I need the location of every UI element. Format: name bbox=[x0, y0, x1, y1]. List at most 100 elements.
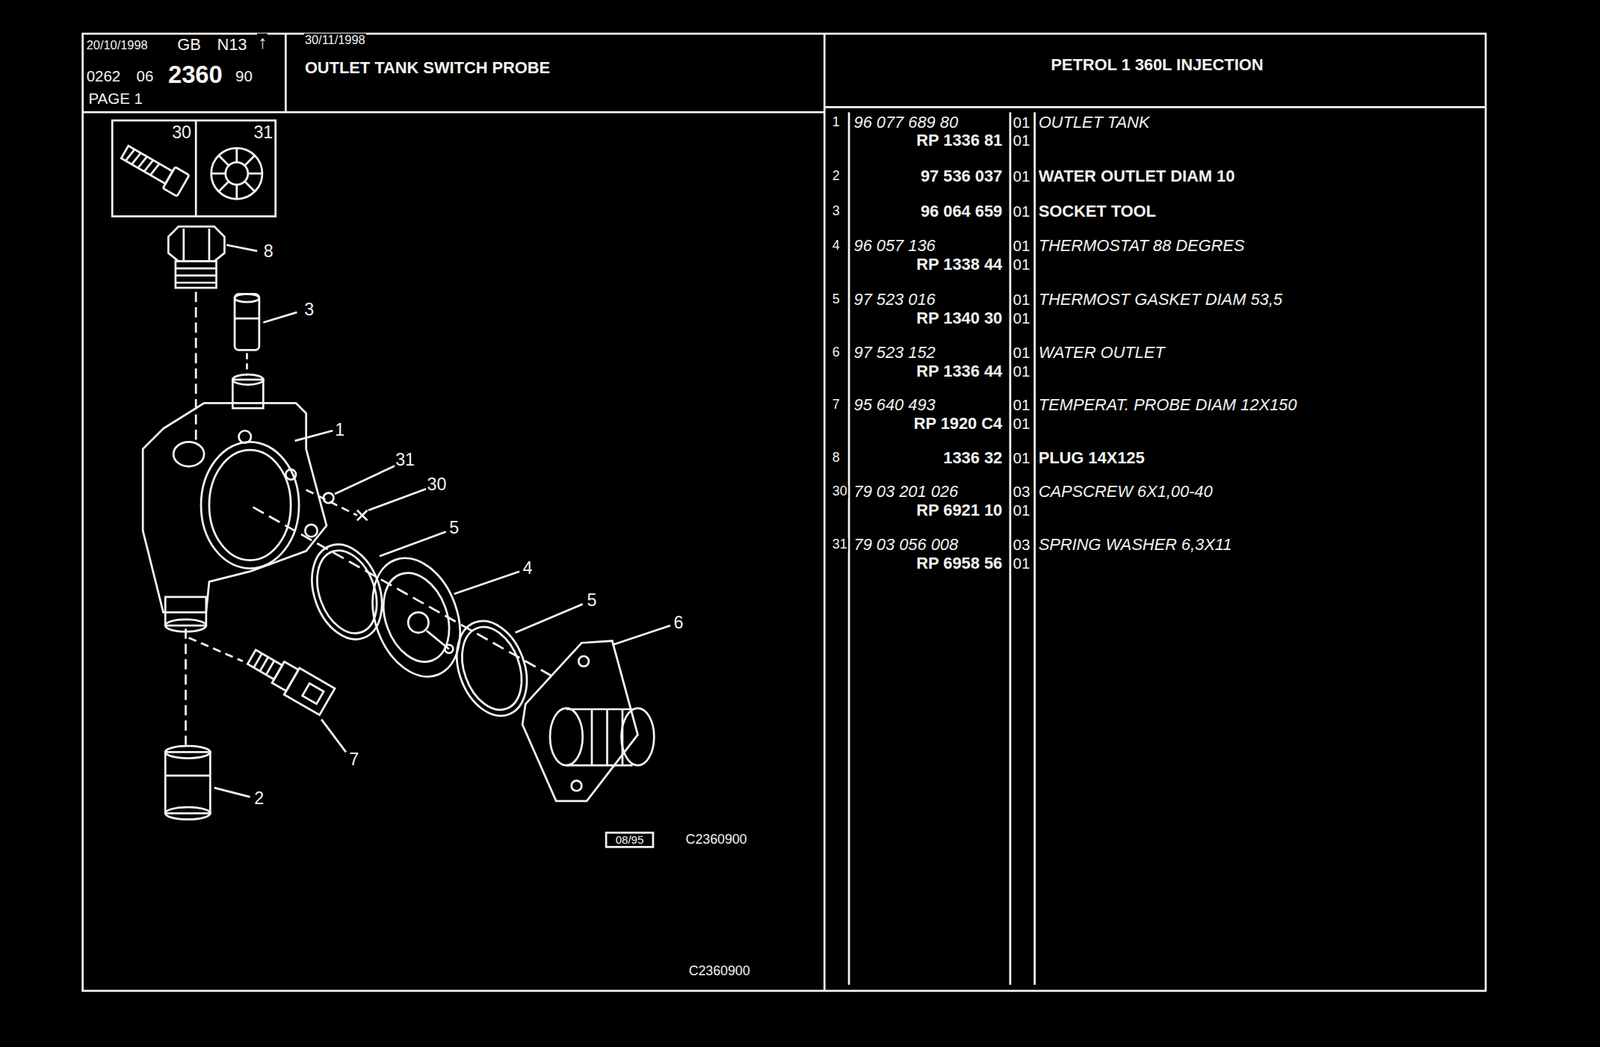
outlet-tank-drawing-part bbox=[209, 449, 291, 560]
callout-number: 30 bbox=[171, 124, 193, 142]
callout-number: 7 bbox=[348, 751, 360, 769]
plug-drawing-part bbox=[195, 292, 198, 441]
part-description: THERMOSTAT 88 DEGRES bbox=[1038, 237, 1246, 255]
plug-drawing-part bbox=[208, 228, 211, 261]
part-number: 97 523 152 bbox=[853, 345, 937, 362]
row-number: 6 bbox=[831, 346, 841, 361]
socket-tool-drawing bbox=[234, 293, 297, 376]
gasket-drawing-part bbox=[299, 534, 395, 649]
header-page-number: 2360 bbox=[167, 62, 224, 87]
part-number: 96 057 136 bbox=[853, 237, 937, 255]
water-outlet-drawing-part bbox=[578, 656, 589, 667]
page-frame-part bbox=[284, 33, 287, 113]
date-code: 08/95 bbox=[615, 834, 645, 846]
temperature-probe-drawing-part-part bbox=[266, 660, 275, 675]
ref-number: RP 1920 C4 bbox=[913, 415, 1004, 432]
part-number: 79 03 201 026 bbox=[853, 483, 960, 500]
callout-number: 8 bbox=[263, 243, 275, 261]
part-number: 96 064 659 bbox=[919, 203, 1003, 220]
page-frame-part bbox=[1008, 112, 1012, 985]
part-number: 1336 32 bbox=[942, 449, 1003, 467]
ref-number: RP 1336 81 bbox=[915, 133, 1003, 150]
quantity: 01 bbox=[1012, 168, 1032, 184]
spring-washer-drawing-part bbox=[225, 162, 249, 185]
water-outlet-small-drawing-part bbox=[165, 745, 210, 758]
page-frame-part bbox=[848, 112, 851, 985]
header-code: 06 bbox=[136, 68, 155, 84]
water-outlet-drawing-part bbox=[621, 708, 655, 766]
capscrew-drawing-part bbox=[144, 159, 154, 173]
part-description: SPRING WASHER 6,3X11 bbox=[1038, 536, 1234, 554]
page-frame bbox=[82, 33, 1486, 991]
spring-washer-drawing-part bbox=[245, 155, 256, 166]
quantity: 01 bbox=[1012, 256, 1032, 272]
row-number: 5 bbox=[831, 293, 841, 308]
fastener-box-part bbox=[112, 120, 276, 216]
row-number: 4 bbox=[831, 239, 841, 253]
quantity: 01 bbox=[1012, 203, 1032, 219]
part-description: OUTLET TANK bbox=[1038, 114, 1151, 131]
row-number: 31 bbox=[831, 538, 849, 552]
spring-washer-drawing-part bbox=[211, 147, 263, 199]
callout-number: 31 bbox=[252, 124, 274, 142]
part-description: WATER OUTLET bbox=[1038, 345, 1166, 362]
fastener-leaders bbox=[253, 465, 552, 676]
water-outlet-small-drawing-part bbox=[165, 807, 210, 820]
plug-drawing-part bbox=[175, 274, 217, 277]
thermostat-drawing-part bbox=[357, 545, 477, 689]
part-number: 97 536 037 bbox=[919, 168, 1003, 185]
header-arrow: ↑ bbox=[257, 33, 268, 53]
row-number: 7 bbox=[831, 398, 841, 412]
temperature-probe-drawing-part-part bbox=[254, 653, 263, 668]
gasket-drawing-part bbox=[515, 603, 583, 633]
water-outlet-drawing-part bbox=[550, 708, 583, 766]
thermostat-drawing bbox=[357, 545, 520, 689]
callout-number: 3 bbox=[303, 301, 315, 319]
callout-number: 31 bbox=[394, 451, 416, 469]
part-description: CAPSCREW 6X1,00-40 bbox=[1038, 483, 1214, 500]
capscrew-drawing bbox=[118, 141, 190, 196]
quantity: 01 bbox=[1012, 345, 1032, 361]
part-description: TEMPERAT. PROBE DIAM 12X150 bbox=[1038, 396, 1299, 414]
capscrew-drawing-part bbox=[162, 166, 190, 196]
part-description: WATER OUTLET DIAM 10 bbox=[1038, 168, 1237, 185]
outlet-tank-drawing-part bbox=[201, 441, 299, 568]
callout-number: 30 bbox=[425, 476, 447, 494]
socket-tool-drawing-part bbox=[263, 312, 297, 323]
ref-number: RP 1338 44 bbox=[915, 256, 1003, 273]
part-number: 97 523 016 bbox=[853, 292, 937, 309]
temperature-probe-drawing-part bbox=[189, 637, 243, 661]
ref-number: RP 6958 56 bbox=[915, 555, 1003, 572]
page-frame-part bbox=[1033, 112, 1036, 985]
thermostat-drawing-part bbox=[454, 571, 520, 595]
water-outlet-small-drawing-part bbox=[184, 628, 187, 746]
drawing-number: C2360900 bbox=[685, 833, 749, 847]
water-outlet-small-drawing-part bbox=[165, 774, 210, 777]
part-number: 79 03 056 008 bbox=[853, 536, 960, 554]
temperature-probe-drawing-part bbox=[321, 719, 347, 753]
capscrew-drawing-part bbox=[150, 162, 160, 177]
ref-number: RP 1340 30 bbox=[915, 310, 1003, 327]
water-outlet-drawing-part bbox=[571, 780, 583, 792]
page-title: OUTLET TANK SWITCH PROBE bbox=[304, 60, 551, 77]
ref-number: RP 6921 10 bbox=[915, 502, 1003, 519]
temperature-probe-drawing bbox=[189, 637, 347, 752]
page-frame-part bbox=[82, 111, 826, 114]
quantity: 01 bbox=[1012, 555, 1032, 571]
spring-washer-drawing-part bbox=[235, 147, 238, 163]
plug-drawing-part bbox=[175, 267, 217, 270]
quantity: 01 bbox=[1012, 397, 1032, 413]
outlet-tank-drawing-part bbox=[142, 402, 327, 613]
quantity: 01 bbox=[1012, 502, 1032, 518]
quantity: 01 bbox=[1012, 450, 1032, 466]
temperature-probe-drawing-part-part bbox=[283, 668, 335, 716]
water-outlet-drawing bbox=[522, 625, 671, 802]
header-title: PETROL 1 360L INJECTION bbox=[1049, 56, 1264, 74]
thermostat-drawing-part bbox=[408, 612, 429, 633]
part-description: SOCKET TOOL bbox=[1038, 203, 1157, 220]
water-outlet-small-drawing-part bbox=[214, 787, 251, 797]
plug-drawing-part bbox=[175, 281, 217, 284]
temperature-probe-drawing-part-part bbox=[260, 656, 269, 672]
capscrew-drawing-part bbox=[138, 155, 148, 169]
